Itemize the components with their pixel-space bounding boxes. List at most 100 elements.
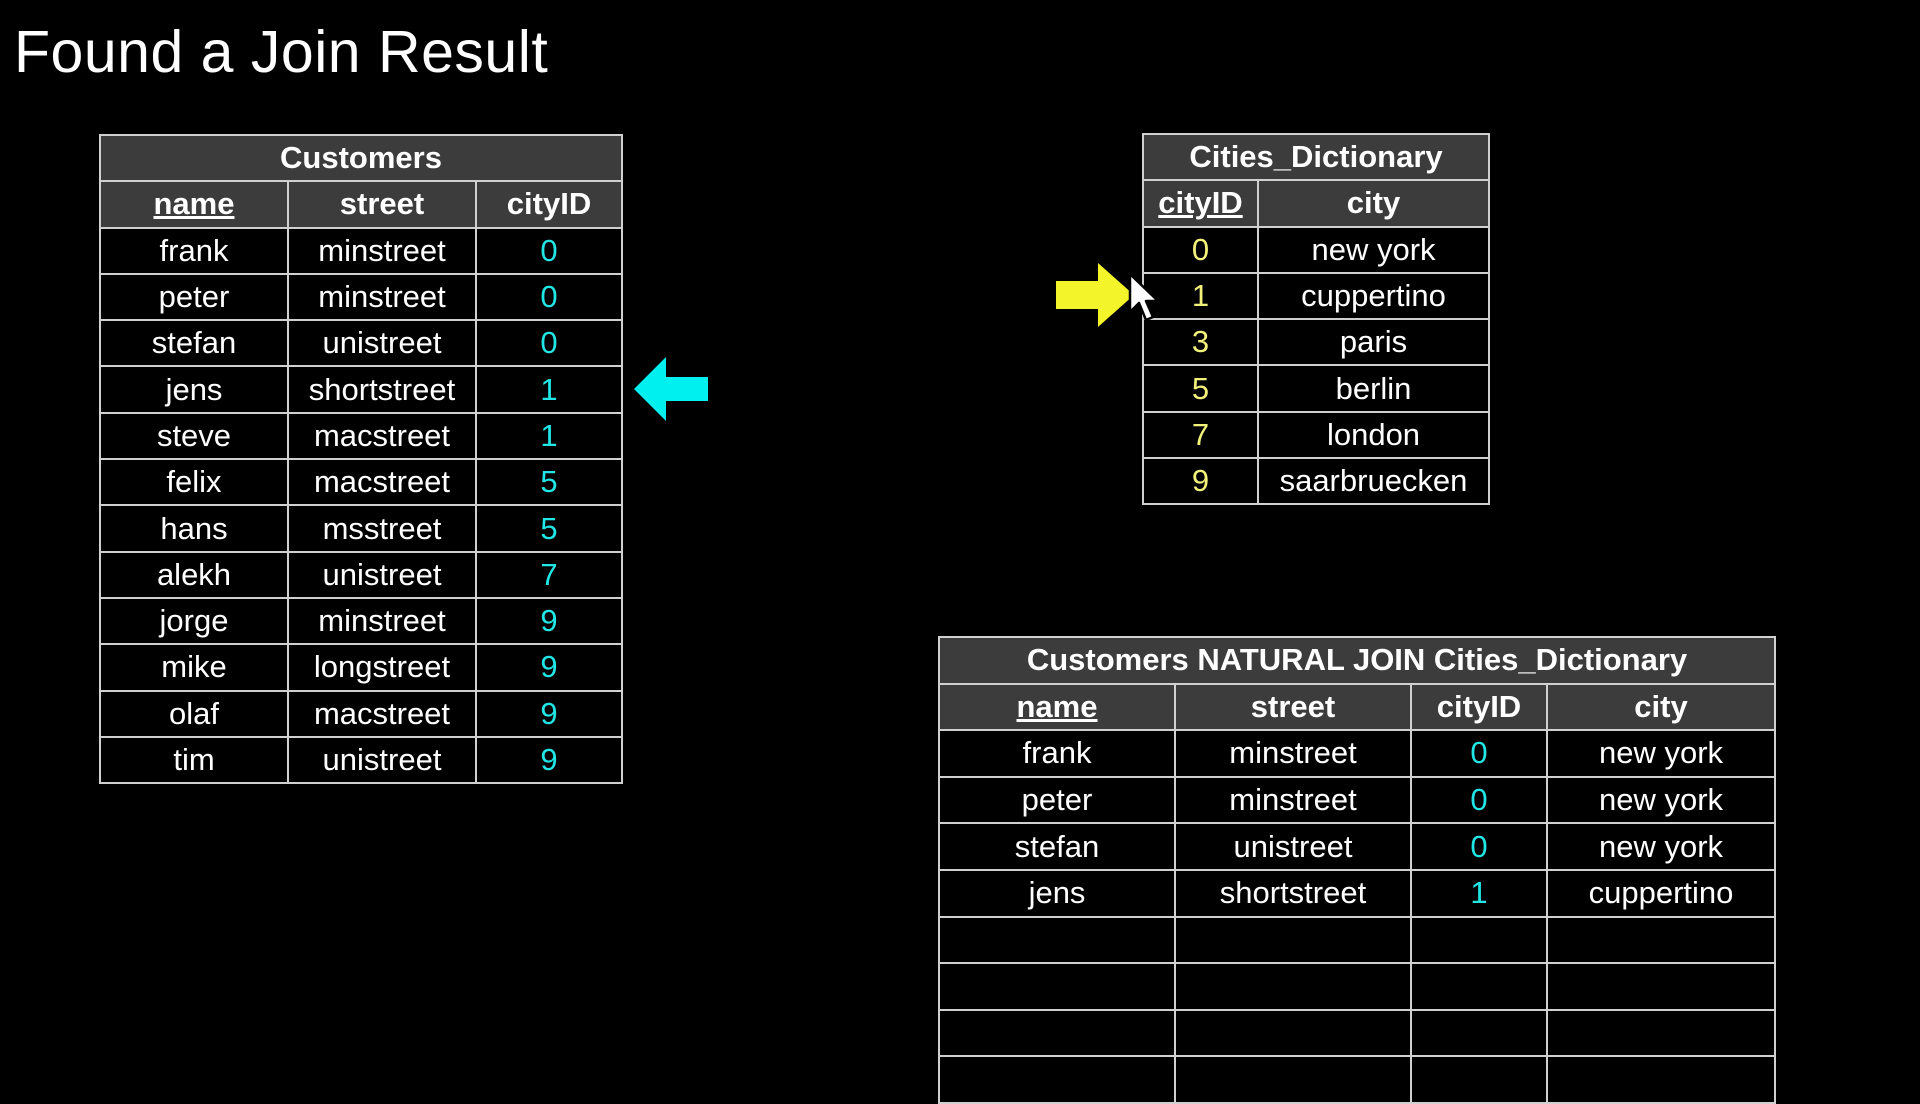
table-cell-street: unistreet (1174, 822, 1412, 871)
table-cell-name: stefan (938, 822, 1176, 871)
table-cell-city: saarbruecken (1256, 457, 1491, 506)
table-cell-city (1545, 915, 1777, 965)
table-cell-street: macstreet (287, 458, 477, 507)
table-cell-name (938, 915, 1176, 965)
mouse-cursor-icon (1128, 272, 1160, 322)
table-cell-city: paris (1256, 318, 1491, 367)
table-cell-street: unistreet (287, 735, 477, 785)
table-cell-city: new york (1256, 225, 1491, 274)
table-cell-cityid (1410, 915, 1548, 965)
table-cell-name: jens (938, 868, 1176, 918)
table-cell-cityid: 7 (1142, 410, 1259, 460)
table-cell-name: jens (99, 365, 289, 414)
table-cell-city: cuppertino (1256, 271, 1491, 321)
join-result-table: Customers NATURAL JOIN Cities_Dictionary… (937, 636, 1777, 1104)
table-cell-cityid: 1 (474, 365, 624, 414)
table-cell-cityid: 0 (474, 319, 624, 368)
table-cell-city: london (1256, 410, 1491, 460)
table-cell-name: tim (99, 735, 289, 785)
table-cell-name: frank (938, 729, 1176, 778)
table-cell-street (1174, 1008, 1412, 1058)
column-header-city: city (1256, 179, 1491, 228)
column-header-street: street (287, 180, 477, 229)
column-header-name: name (99, 180, 289, 229)
table-cell-street: unistreet (287, 550, 477, 599)
table-cell-city: new york (1545, 729, 1777, 778)
table-cell-cityid: 5 (474, 504, 624, 553)
table-cell-name: peter (99, 272, 289, 322)
table-cell-street: minstreet (287, 596, 477, 646)
table-cell-cityid: 5 (474, 458, 624, 507)
table-cell-name: steve (99, 411, 289, 461)
table-cell-street: minstreet (1174, 729, 1412, 778)
column-header-city: city (1545, 682, 1777, 732)
column-header-cityid: cityID (474, 180, 624, 229)
table-cell-name: felix (99, 458, 289, 507)
table-cell-name (938, 962, 1176, 1011)
table-cell-cityid: 5 (1142, 364, 1259, 413)
table-cell-cityid: 9 (474, 735, 624, 785)
table-cell-street: msstreet (287, 504, 477, 553)
table-cell-cityid: 0 (1410, 775, 1548, 825)
table-cell-cityid: 9 (1142, 457, 1259, 506)
table-cell-city (1545, 1008, 1777, 1058)
table-cell-street: minstreet (1174, 775, 1412, 825)
column-header-cityid: cityID (1410, 682, 1548, 732)
table-cell-cityid: 1 (1410, 868, 1548, 918)
table-cell-name: jorge (99, 596, 289, 646)
table-cell-cityid: 3 (1142, 318, 1259, 367)
table-caption: Customers NATURAL JOIN Cities_Dictionary (937, 636, 1777, 685)
table-cell-name: stefan (99, 319, 289, 368)
right-arrow-icon (1056, 263, 1134, 327)
table-cell-cityid: 0 (1410, 822, 1548, 871)
table-cell-city: berlin (1256, 364, 1491, 413)
table-cell-name: hans (99, 504, 289, 553)
table-caption: Customers (98, 133, 624, 183)
column-header-street: street (1174, 682, 1412, 732)
left-arrow-shape (634, 357, 708, 421)
right-arrow-shape (1056, 263, 1134, 327)
table-cell-street: macstreet (287, 411, 477, 461)
column-header-name: name (938, 682, 1176, 732)
table-cell-street: minstreet (287, 226, 477, 275)
table-cell-cityid: 1 (474, 411, 624, 461)
page-title: Found a Join Result (14, 19, 549, 85)
table-cell-cityid: 7 (474, 550, 624, 599)
cursor-shape (1128, 272, 1160, 322)
table-cell-street: macstreet (287, 689, 477, 738)
table-cell-cityid: 0 (1410, 729, 1548, 778)
table-cell-street: unistreet (287, 319, 477, 368)
table-row (938, 962, 1777, 1011)
table-cell-name: mike (99, 643, 289, 692)
table-cell-cityid: 0 (474, 272, 624, 322)
table-row (938, 915, 1777, 965)
table-cell-street (1174, 962, 1412, 1011)
table-cell-name (938, 1008, 1176, 1058)
table-cell-name: peter (938, 775, 1176, 825)
table-cell-city: new york (1545, 822, 1777, 871)
table-cell-cityid: 0 (474, 226, 624, 275)
table-cell-street: shortstreet (1174, 868, 1412, 918)
table-cell-name: frank (99, 226, 289, 275)
